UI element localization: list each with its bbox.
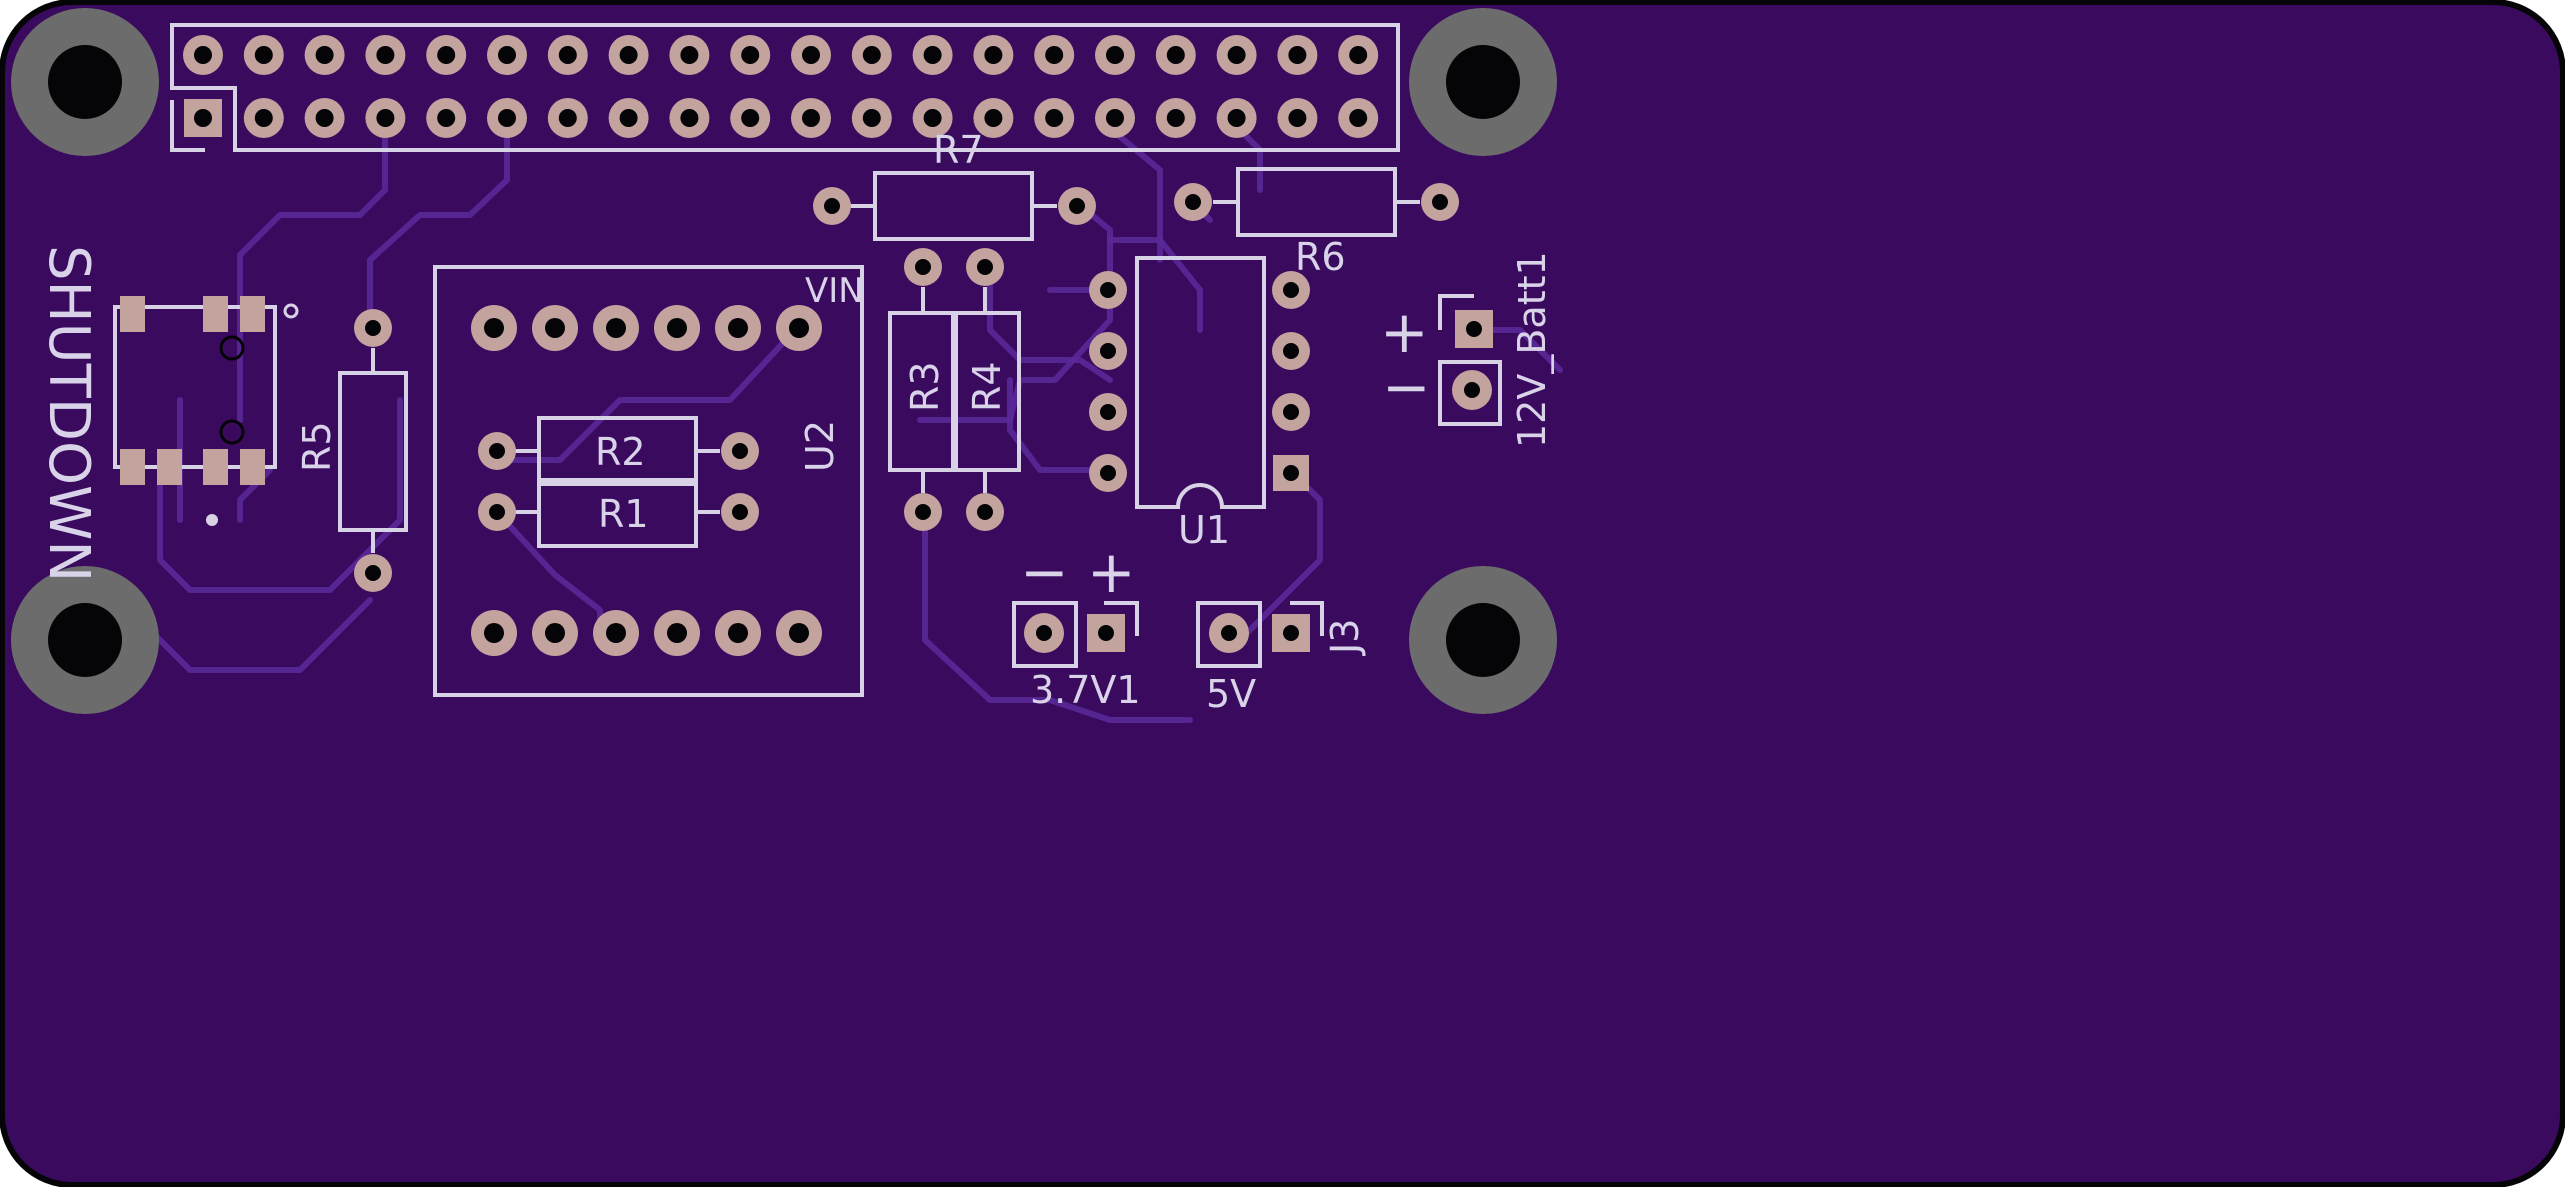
shutdown-label: SHUTDOWN <box>36 245 101 582</box>
resistor-r7 <box>813 171 1096 241</box>
batt37-minus-label: − <box>1020 538 1069 606</box>
module-u2 <box>433 265 864 697</box>
gpio-pin <box>608 98 649 138</box>
gpio-pin <box>791 98 831 138</box>
gpio-pin <box>730 35 771 75</box>
gpio-pin <box>1216 98 1257 138</box>
ic-u1 <box>1089 256 1310 509</box>
u1-pin <box>1272 332 1310 370</box>
gpio-pin <box>730 98 771 138</box>
gpio-pin <box>669 98 710 138</box>
batt12-label: 12V_Batt1 <box>1510 251 1554 448</box>
mounting-hole-bottom-right <box>1409 566 1557 714</box>
connector-12v-batt <box>1438 294 1502 426</box>
u1-label: U1 <box>1178 508 1230 552</box>
u2-pin <box>654 610 700 656</box>
u2-pin <box>593 610 639 656</box>
r6-label: R6 <box>1295 235 1346 279</box>
u2-pin <box>593 305 639 351</box>
u1-pin <box>1089 454 1127 492</box>
gpio-pin <box>426 98 467 138</box>
r1-label: R1 <box>598 492 649 536</box>
connector-3-7v <box>1012 601 1139 668</box>
gpio-pin <box>243 98 284 138</box>
gpio-pin <box>608 35 649 75</box>
u2-pin <box>715 305 761 351</box>
gpio-pin <box>1034 98 1075 138</box>
u1-pin <box>1089 271 1127 309</box>
u1-pin <box>1089 332 1127 370</box>
gpio-pin <box>426 35 467 75</box>
gpio-pin <box>304 98 345 138</box>
u2-pin <box>532 305 578 351</box>
shutdown-switch <box>113 296 299 526</box>
mounting-holes <box>11 8 1557 714</box>
r5-label: R5 <box>295 421 339 472</box>
r2-label: R2 <box>595 430 646 474</box>
gpio-pin <box>1155 98 1196 138</box>
gpio-pin <box>669 35 710 75</box>
gpio-pin <box>1095 98 1135 138</box>
u1-pin <box>1272 393 1310 431</box>
gpio-pin <box>973 98 1014 138</box>
gpio-pin <box>851 98 892 138</box>
gpio-pin <box>487 35 527 75</box>
vin-label: VIN <box>805 271 864 311</box>
gpio-pin <box>851 35 892 75</box>
gpio-pin <box>243 35 284 75</box>
u2-pin <box>715 610 761 656</box>
gpio-pin <box>1277 35 1318 75</box>
u2-pin <box>654 305 700 351</box>
resistor-r6 <box>1174 167 1459 237</box>
mounting-hole-top-right <box>1409 8 1557 156</box>
u2-pin <box>532 610 578 656</box>
batt12-minus-label: − <box>1382 353 1431 421</box>
gpio-pin <box>973 35 1014 75</box>
resistor-r3 <box>888 248 958 531</box>
connector-j3-5v <box>1196 601 1324 668</box>
batt37-label: 3.7V1 <box>1030 668 1141 712</box>
resistor-r5 <box>338 309 408 592</box>
gpio-pin <box>365 35 406 75</box>
gpio-pin <box>487 98 527 138</box>
r3-label: R3 <box>903 361 947 412</box>
batt37-plus-label: + <box>1087 538 1136 606</box>
gpio-header <box>170 23 1400 152</box>
u2-pin <box>776 305 822 351</box>
gpio-pin <box>1338 98 1379 138</box>
gpio-pin <box>1338 35 1379 75</box>
r4-label: R4 <box>965 361 1009 412</box>
batt12-plus-label: + <box>1380 298 1429 366</box>
gpio-pin <box>184 99 222 137</box>
gpio-pin <box>1034 35 1075 75</box>
gpio-pin <box>547 98 588 138</box>
j3-label: J3 <box>1323 619 1367 656</box>
gpio-pin <box>1155 35 1196 75</box>
gpio-pin <box>1216 35 1257 75</box>
mounting-hole-bottom-left <box>11 566 159 714</box>
u2-label: U2 <box>798 420 842 472</box>
u1-pin <box>1272 271 1310 309</box>
resistor-r1 <box>478 478 759 548</box>
gpio-pin <box>547 35 588 75</box>
gpio-pin <box>1277 98 1318 138</box>
gpio-pin <box>1095 35 1135 75</box>
u2-pin <box>471 305 517 351</box>
gpio-pin <box>912 35 953 75</box>
gpio-pin <box>183 35 223 75</box>
u2-pin <box>471 610 517 656</box>
5v-label: 5V <box>1206 672 1256 716</box>
resistor-r4 <box>951 248 1021 531</box>
u1-pin <box>1089 393 1127 431</box>
r7-label: R7 <box>933 128 984 172</box>
resistor-r2 <box>478 416 759 486</box>
gpio-pin <box>365 98 406 138</box>
gpio-pin <box>912 98 953 138</box>
u1-pin <box>1273 455 1309 491</box>
u2-pin <box>776 610 822 656</box>
mounting-hole-top-left <box>11 8 159 156</box>
gpio-pin <box>304 35 345 75</box>
gpio-pin <box>791 35 831 75</box>
